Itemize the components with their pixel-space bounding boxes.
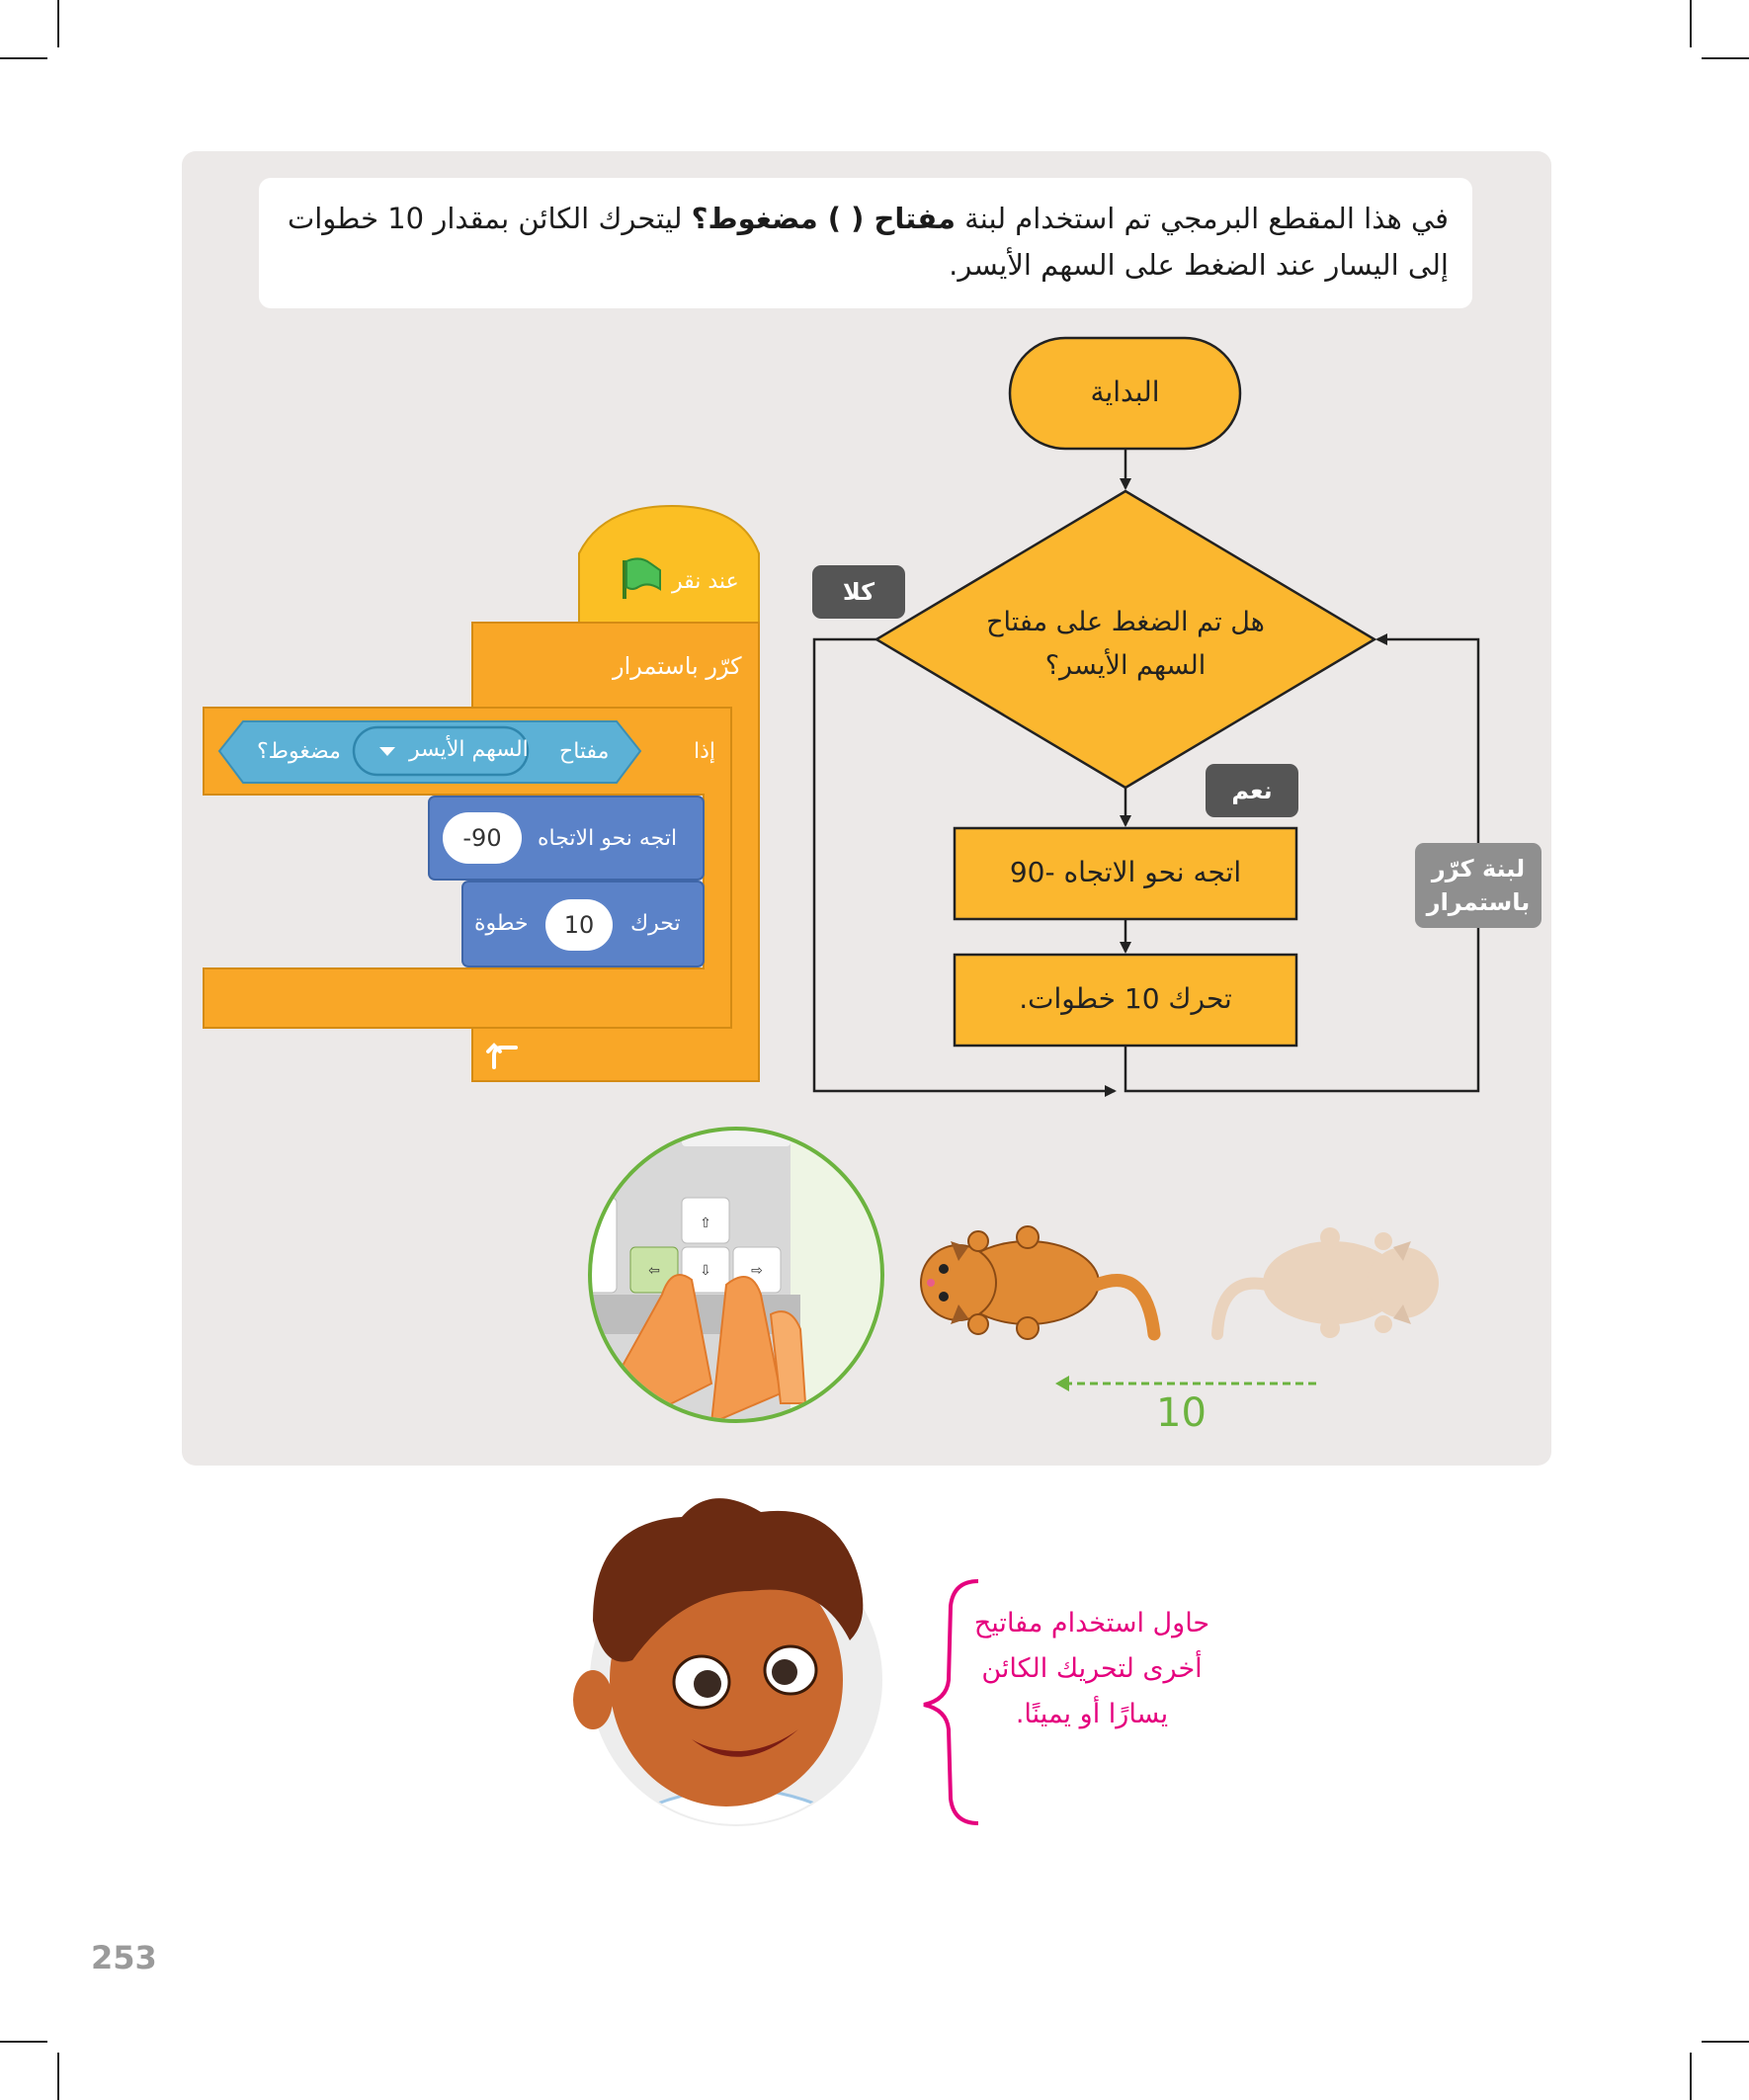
no-tag: كلا <box>812 565 905 619</box>
pressed-label: مضغوط؟ <box>257 739 341 764</box>
steps-count: 10 <box>1156 1390 1207 1436</box>
crop-mark <box>0 57 47 59</box>
loop-tag: لبنة كرّر باستمرار <box>1415 843 1541 928</box>
move-unit-label: خطوة <box>474 911 529 936</box>
tip-text: حاول استخدام مفاتيح أخرى لتحريك الكائن ي… <box>973 1608 1210 1729</box>
cat-end-icon <box>920 1225 1161 1341</box>
cat-start-icon <box>1211 1227 1439 1340</box>
svg-text:⇦: ⇦ <box>648 1263 660 1279</box>
crop-mark <box>1702 2041 1749 2043</box>
crop-mark <box>0 2041 47 2043</box>
key-word-label: مفتاح <box>559 739 610 764</box>
forever-label: كرّر باستمرار <box>613 652 742 680</box>
start-label: البداية <box>1090 376 1160 408</box>
process-box-direction <box>953 826 1298 921</box>
crop-mark <box>1690 2053 1692 2100</box>
key-dropdown <box>352 725 530 777</box>
intro-text: في هذا المقطع البرمجي تم استخدام لبنة مف… <box>287 202 1449 282</box>
direction-step-label: اتجه نحو الاتجاه -90 <box>1009 856 1242 888</box>
if-block <box>203 707 732 1029</box>
svg-text:⇧: ⇧ <box>700 1216 711 1231</box>
green-flag-icon <box>623 557 661 599</box>
decision-label: هل تم الضغط على مفتاح السهم الأيسر؟ <box>986 607 1265 681</box>
svg-text:⇨: ⇨ <box>751 1263 763 1279</box>
crop-mark <box>1690 0 1692 47</box>
page-number: 253 <box>91 1939 157 1976</box>
move-step-label: تحرك 10 خطوات. <box>1019 982 1232 1015</box>
crop-mark <box>1702 57 1749 59</box>
yes-tag: نعم <box>1206 764 1298 817</box>
hat-label: عند نقر <box>672 569 739 594</box>
loop-arrow-icon <box>486 1043 518 1069</box>
process-box-move <box>953 953 1298 1048</box>
crop-mark <box>57 0 59 47</box>
point-direction-label: اتجه نحو الاتجاه <box>538 826 678 851</box>
svg-text:⇩: ⇩ <box>700 1263 711 1279</box>
if-label: إذا <box>694 739 716 764</box>
intro-box: في هذا المقطع البرمجي تم استخدام لبنة مف… <box>259 178 1472 308</box>
crop-mark <box>57 2053 59 2100</box>
move-label: تحرك <box>630 911 681 936</box>
steps-input[interactable]: 10 <box>545 899 613 951</box>
direction-input[interactable]: -90 <box>443 812 522 864</box>
chevron-down-icon <box>379 747 395 756</box>
key-value-label[interactable]: السهم الأيسر <box>409 737 529 762</box>
